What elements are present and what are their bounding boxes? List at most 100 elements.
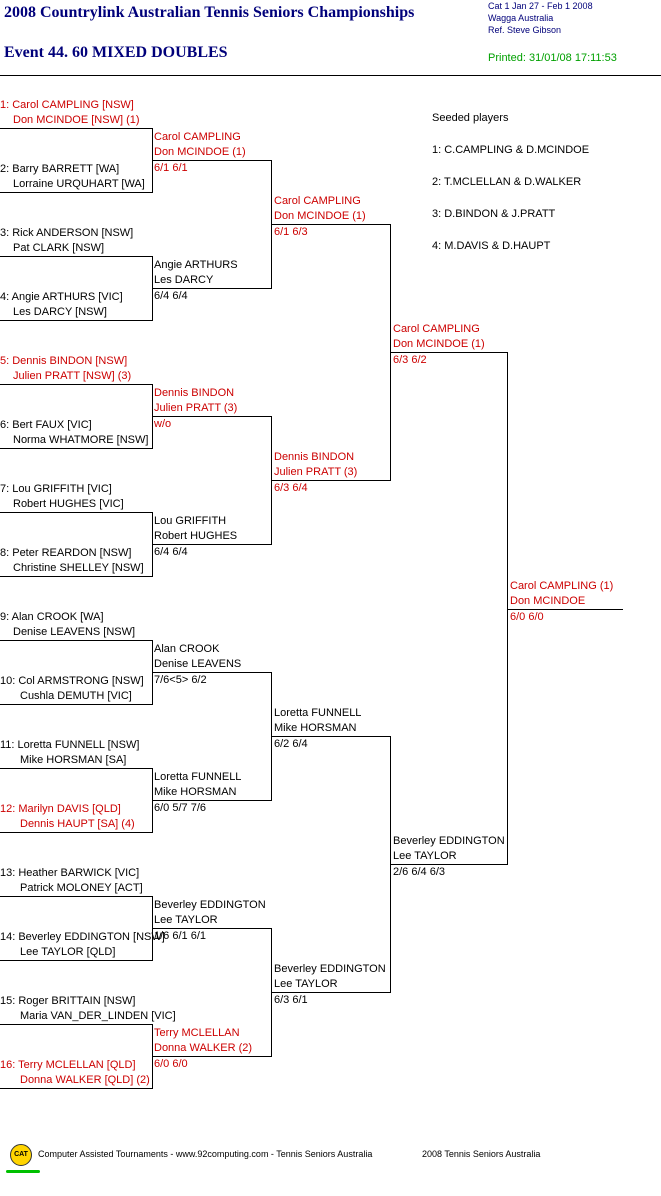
entrant-line2: Pat CLARK [NSW] [13, 242, 105, 254]
entrant-line1: Carol CAMPLING [393, 323, 480, 335]
logo-underline [6, 1170, 40, 1173]
match-score: 6/0 6/0 [510, 611, 544, 623]
bracket-line [390, 864, 507, 865]
tournament-title: 2008 Countrylink Australian Tennis Senio… [4, 4, 415, 21]
bracket-line [0, 320, 152, 321]
entrant-line2: Christine SHELLEY [NSW] [13, 562, 144, 574]
bracket-line [507, 609, 623, 610]
entrant-line2: Les DARCY [154, 274, 214, 286]
entrant-line1: 12: Marilyn DAVIS [QLD] [0, 803, 121, 815]
entrant-line1: Beverley EDDINGTON [274, 963, 386, 975]
match-score: 6/4 6/4 [154, 290, 188, 302]
entrant-line1: 1: Carol CAMPLING [NSW] [0, 99, 134, 111]
entrant-line2: Robert HUGHES [VIC] [13, 498, 124, 510]
referee: Ref. Steve Gibson [488, 25, 562, 35]
seeded-players-title: Seeded players [432, 112, 509, 124]
bracket-line [271, 224, 390, 225]
bracket-line [0, 256, 152, 257]
match-score: 6/2 6/4 [274, 738, 308, 750]
entrant-line2: Lee TAYLOR [393, 850, 457, 862]
cat-logo: CAT [10, 1144, 32, 1166]
match-score: 6/3 6/2 [393, 354, 427, 366]
bracket-line [271, 736, 390, 737]
match-score: w/o [154, 418, 172, 430]
seed-entry: 2: T.MCLELLAN & D.WALKER [432, 176, 582, 188]
entrant-line2: Don MCINDOE (1) [274, 210, 366, 222]
entrant-line2: Les DARCY [NSW] [13, 306, 107, 318]
match-score: 6/1 6/1 [154, 162, 188, 174]
bracket-line [271, 992, 390, 993]
printed-timestamp: Printed: 31/01/08 17:11:53 [488, 52, 617, 64]
entrant-line2: Julien PRATT [NSW] (3) [13, 370, 132, 382]
entrant-line1: 4: Angie ARTHURS [VIC] [0, 291, 123, 303]
bracket-line [0, 576, 152, 577]
entrant-line2: Dennis HAUPT [SA] (4) [20, 818, 135, 830]
entrant-line1: Carol CAMPLING [274, 195, 361, 207]
entrant-line2: Don MCINDOE (1) [393, 338, 485, 350]
entrant-line1: Beverley EDDINGTON [154, 899, 266, 911]
entrant-line2: Don MCINDOE [NSW] (1) [13, 114, 140, 126]
entrant-line2: Denise LEAVENS [NSW] [13, 626, 136, 638]
bracket-line [271, 480, 390, 481]
entrant-line1: Beverley EDDINGTON [393, 835, 505, 847]
bracket-line [0, 448, 152, 449]
entrant-line1: 9: Alan CROOK [WA] [0, 611, 104, 623]
entrant-line2: Patrick MOLONEY [ACT] [20, 882, 143, 894]
match-score: 2/6 6/4 6/3 [393, 866, 445, 878]
bracket-line [0, 704, 152, 705]
bracket-line [152, 928, 271, 929]
bracket-line [0, 1088, 152, 1089]
bracket-line [0, 960, 152, 961]
bracket-line [0, 128, 152, 129]
entrant-line2: Mike HORSMAN [SA] [20, 754, 127, 766]
entrant-line2: Cushla DEMUTH [VIC] [20, 690, 132, 702]
entrant-line2: Maria VAN_DER_LINDEN [VIC] [20, 1010, 176, 1022]
entrant-line1: Carol CAMPLING (1) [510, 580, 614, 592]
bracket-line [0, 896, 152, 897]
entrant-line1: 10: Col ARMSTRONG [NSW] [0, 675, 144, 687]
bracket-line [152, 416, 271, 417]
bracket-line [0, 192, 152, 193]
entrant-line2: Denise LEAVENS [154, 658, 242, 670]
entrant-line1: 6: Bert FAUX [VIC] [0, 419, 92, 431]
entrant-line2: Donna WALKER (2) [154, 1042, 253, 1054]
seed-entry: 1: C.CAMPLING & D.MCINDOE [432, 144, 590, 156]
footer-organisation: 2008 Tennis Seniors Australia [422, 1149, 541, 1159]
bracket-connector [507, 352, 508, 865]
bracket-line [0, 384, 152, 385]
entrant-line1: 3: Rick ANDERSON [NSW] [0, 227, 134, 239]
entrant-line1: 5: Dennis BINDON [NSW] [0, 355, 128, 367]
match-score: 6/4 6/4 [154, 546, 188, 558]
entrant-line1: 8: Peter REARDON [NSW] [0, 547, 132, 559]
entrant-line2: Mike HORSMAN [274, 722, 357, 734]
match-score: 6/3 6/1 [274, 994, 308, 1006]
seed-entry: 3: D.BINDON & J.PRATT [432, 208, 556, 220]
entrant-line1: Loretta FUNNELL [274, 707, 362, 719]
bracket-line [152, 800, 271, 801]
bracket-line [152, 1056, 271, 1057]
match-score: 6/0 6/0 [154, 1058, 188, 1070]
entrant-line2: Lorraine URQUHART [WA] [13, 178, 145, 190]
entrant-line2: Norma WHATMORE [NSW] [13, 434, 149, 446]
entrant-line1: 15: Roger BRITTAIN [NSW] [0, 995, 136, 1007]
entrant-line2: Lee TAYLOR [154, 914, 218, 926]
header-divider [0, 75, 661, 76]
match-score: 6/0 5/7 7/6 [154, 802, 206, 814]
entrant-line2: Lee TAYLOR [274, 978, 338, 990]
bracket-line [0, 832, 152, 833]
bracket-line [0, 640, 152, 641]
entrant-line2: Julien PRATT (3) [274, 466, 358, 478]
bracket-line [0, 768, 152, 769]
match-score: 1/6 6/1 6/1 [154, 930, 206, 942]
entrant-line1: Dennis BINDON [274, 451, 355, 463]
bracket-line [390, 352, 507, 353]
seed-entry: 4: M.DAVIS & D.HAUPT [432, 240, 551, 252]
match-score: 6/3 6/4 [274, 482, 308, 494]
entrant-line2: Lee TAYLOR [QLD] [20, 946, 116, 958]
entrant-line2: Don MCINDOE (1) [154, 146, 246, 158]
entrant-line1: 14: Beverley EDDINGTON [NSW] [0, 931, 165, 943]
bracket-line [0, 512, 152, 513]
entrant-line1: Angie ARTHURS [154, 259, 238, 271]
event-title: Event 44. 60 MIXED DOUBLES [4, 44, 228, 61]
match-score: 7/6<5> 6/2 [154, 674, 207, 686]
